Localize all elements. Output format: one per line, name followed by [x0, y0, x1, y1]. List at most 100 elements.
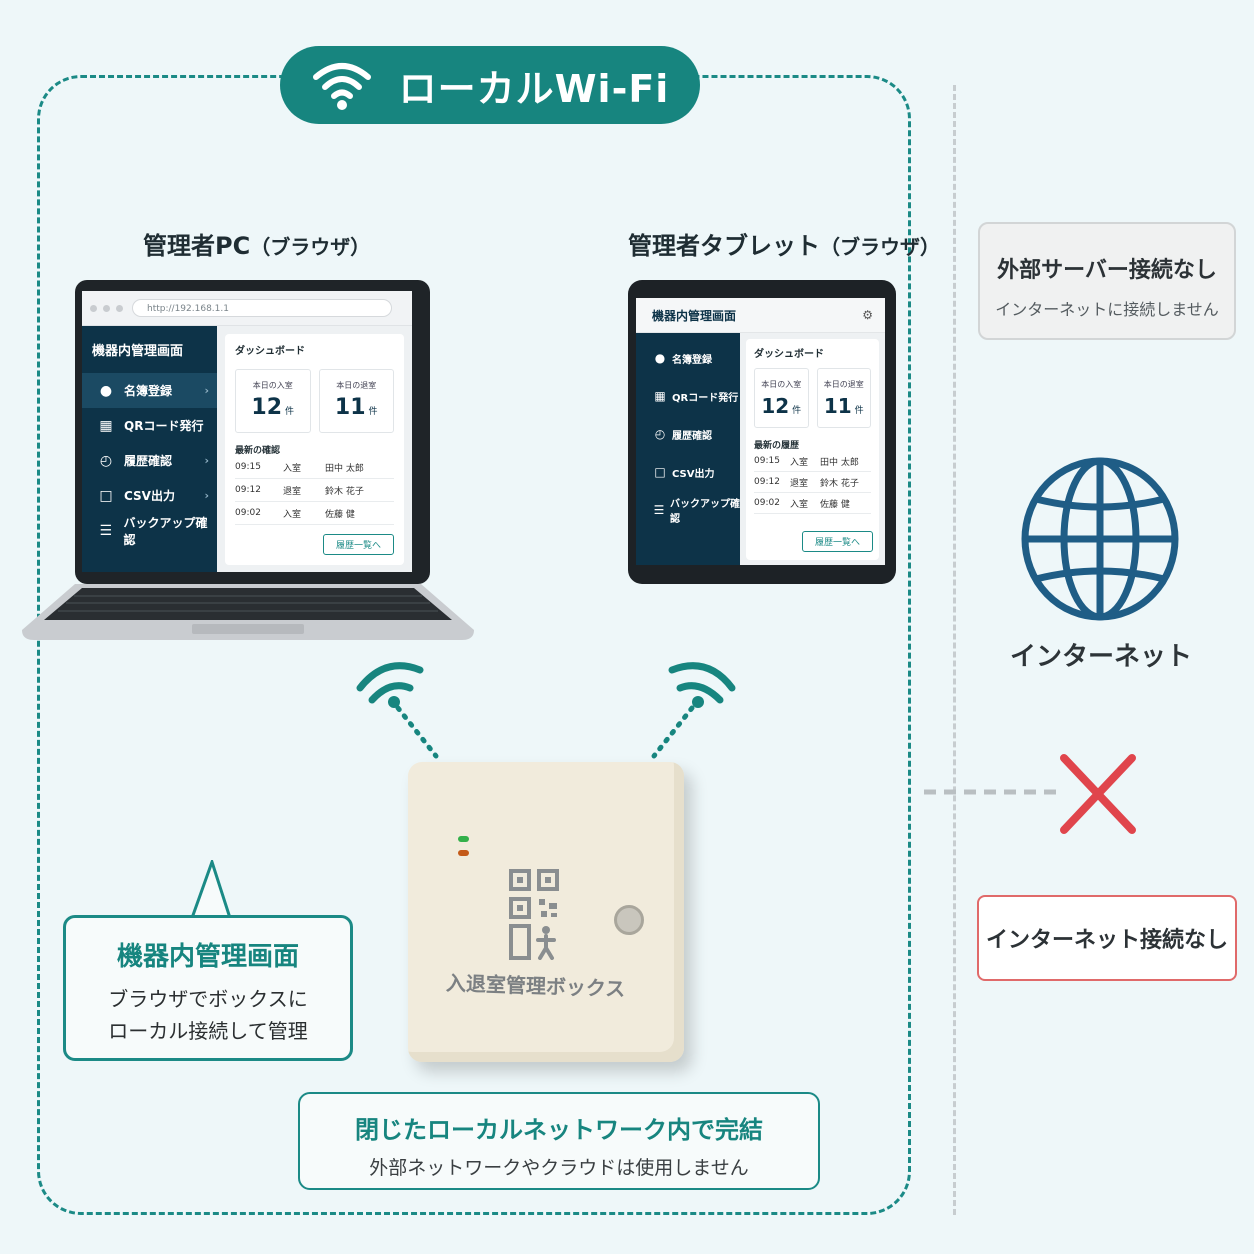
status-led-green [458, 836, 469, 842]
recent-title: 最新の確認 [235, 446, 281, 456]
callout-pointer [190, 860, 232, 919]
recent-title: 最新の履歴 [754, 441, 800, 451]
wifi-signal-icon [356, 662, 424, 704]
note-title: 外部サーバー接続なし [997, 258, 1217, 283]
sidebar-item-label: QRコード発行 [672, 392, 739, 404]
callout-body: 外部ネットワークやクラウドは使用しません [369, 1157, 749, 1179]
sidebar-item-label: 履歴確認 [124, 454, 173, 468]
internet-label: インターネット [1010, 642, 1193, 672]
tablet-screen: 機器内管理画面⚙ ● 名簿登録 ▦QRコード発行 ◴ 履歴確認 □ CSV出力 ☰バッ… [636, 298, 885, 565]
sidebar-item-backup[interactable]: ☰バックアップ確認 [636, 491, 740, 529]
sidebar-item-label: 履歴確認 [672, 430, 712, 442]
callout-title: 機器内管理画面 [116, 942, 299, 972]
unit-label: 件 [792, 406, 802, 416]
tablet-caption-text: 管理者タブレット [628, 232, 820, 260]
status-led-orange [458, 850, 469, 856]
network-boundary-line [953, 85, 956, 1215]
sidebar-item-csv[interactable]: □ CSV出力 [636, 453, 740, 491]
sidebar-item-qr[interactable]: ▦QRコード発行 [82, 408, 217, 443]
entry-value: 12 [761, 394, 790, 418]
exit-label: 本日の退室 [823, 380, 864, 389]
callout-title: 閉じたローカルネットワーク内で完結 [355, 1116, 763, 1144]
sidebar-item-label: QRコード発行 [124, 419, 204, 433]
sidebar-item-backup[interactable]: ☰バックアップ確認 [82, 513, 217, 548]
door-person-icon [509, 924, 556, 960]
cross-icon [1060, 754, 1136, 834]
sidebar-item-csv[interactable]: □ CSV出力 › [82, 478, 217, 513]
sidebar-item-qr[interactable]: ▦QRコード発行 [636, 377, 740, 415]
closed-network-callout: 閉じたローカルネットワーク内で完結 外部ネットワークやクラウドは使用しません [298, 1092, 820, 1190]
qr-code-icon [509, 869, 559, 919]
laptop-screen: http://192.168.1.1 機器内管理画面 ● 名簿登録 › ▦QRコード… [82, 291, 412, 572]
callout-line-2: ローカル接続して管理 [108, 1019, 308, 1043]
exit-label: 本日の退室 [336, 381, 377, 390]
history-list-button[interactable]: 履歴一覧へ [801, 531, 873, 552]
key-lock-icon [614, 905, 644, 935]
wifi-signal-dot [388, 696, 400, 708]
entry-value: 12 [251, 395, 283, 420]
url-field[interactable]: http://192.168.1.1 [132, 299, 392, 317]
browser-bar: http://192.168.1.1 [82, 291, 412, 326]
entry-label: 本日の入室 [761, 380, 802, 389]
chevron-right-icon: › [204, 489, 209, 502]
tablet-header: 機器内管理画面⚙ [636, 298, 885, 333]
note-body: インターネットに接続しません [995, 300, 1219, 319]
history-list-button[interactable]: 履歴一覧へ [322, 534, 394, 555]
globe-icon [1021, 457, 1179, 621]
sidebar-item-history[interactable]: ◴ 履歴確認 › [82, 443, 217, 478]
sidebar: ● 名簿登録 ▦QRコード発行 ◴ 履歴確認 □ CSV出力 ☰バックアップ確認 [636, 333, 740, 565]
chevron-right-icon: › [204, 454, 209, 467]
sidebar-item-label: CSV出力 [124, 489, 175, 503]
file-icon: □ [99, 487, 113, 504]
sidebar-item-label: 名簿登録 [124, 384, 173, 398]
person-icon: ● [654, 351, 666, 365]
sidebar-item-roster[interactable]: ● 名簿登録 [636, 339, 740, 377]
exit-value: 11 [334, 395, 366, 420]
wireless-links [356, 662, 736, 759]
chevron-right-icon: › [204, 384, 209, 397]
dotted-link [395, 705, 439, 759]
sidebar-item-label: バックアップ確認 [123, 515, 208, 547]
sidebar-item-history[interactable]: ◴ 履歴確認 [636, 415, 740, 453]
sidebar: 機器内管理画面 ● 名簿登録 › ▦QRコード発行 ◴ 履歴確認 › □ CSV出力 › ☰… [82, 326, 217, 572]
local-wifi-label: ローカルWi-Fi [398, 66, 670, 111]
sidebar-item-label: 名簿登録 [672, 354, 712, 366]
wifi-signal-icon [668, 662, 736, 704]
dotted-link [651, 705, 695, 759]
file-icon: □ [654, 465, 666, 479]
dashboard-title: ダッシュボード [754, 349, 824, 360]
tablet-caption: 管理者タブレット（ブラウザ） [628, 226, 940, 261]
unit-label: 件 [854, 406, 864, 416]
wifi-icon [312, 63, 371, 110]
blocked-connection [924, 754, 1136, 834]
clock-icon: ◴ [654, 427, 666, 441]
laptop-keyboard-base [22, 584, 474, 640]
sidebar-item-label: CSV出力 [672, 468, 715, 480]
person-icon: ● [99, 382, 113, 399]
entry-label: 本日の入室 [252, 381, 293, 390]
pc-caption-text: 管理者PC [143, 232, 251, 260]
wifi-signal-dot [692, 696, 704, 708]
admin-screen-callout: 機器内管理画面 ブラウザでボックスに ローカル接続して管理 [63, 915, 353, 1061]
dashboard-title: ダッシュボード [235, 346, 305, 357]
tablet-caption-paren: （ブラウザ） [820, 235, 940, 259]
clock-icon: ◴ [99, 452, 113, 469]
local-wifi-badge: ローカルWi-Fi [280, 46, 700, 124]
no-external-server-note: 外部サーバー接続なし インターネットに接続しません [978, 222, 1236, 340]
unit-label: 件 [285, 407, 295, 417]
no-internet-badge: インターネット接続なし [977, 895, 1237, 981]
app-title: 機器内管理画面 [92, 344, 184, 359]
settings-icon[interactable]: ⚙ [862, 308, 873, 322]
sidebar-item-roster[interactable]: ● 名簿登録 › [82, 373, 217, 408]
sidebar-item-label: バックアップ確認 [670, 499, 740, 525]
box-label: 入退室管理ボックス [445, 970, 626, 1002]
